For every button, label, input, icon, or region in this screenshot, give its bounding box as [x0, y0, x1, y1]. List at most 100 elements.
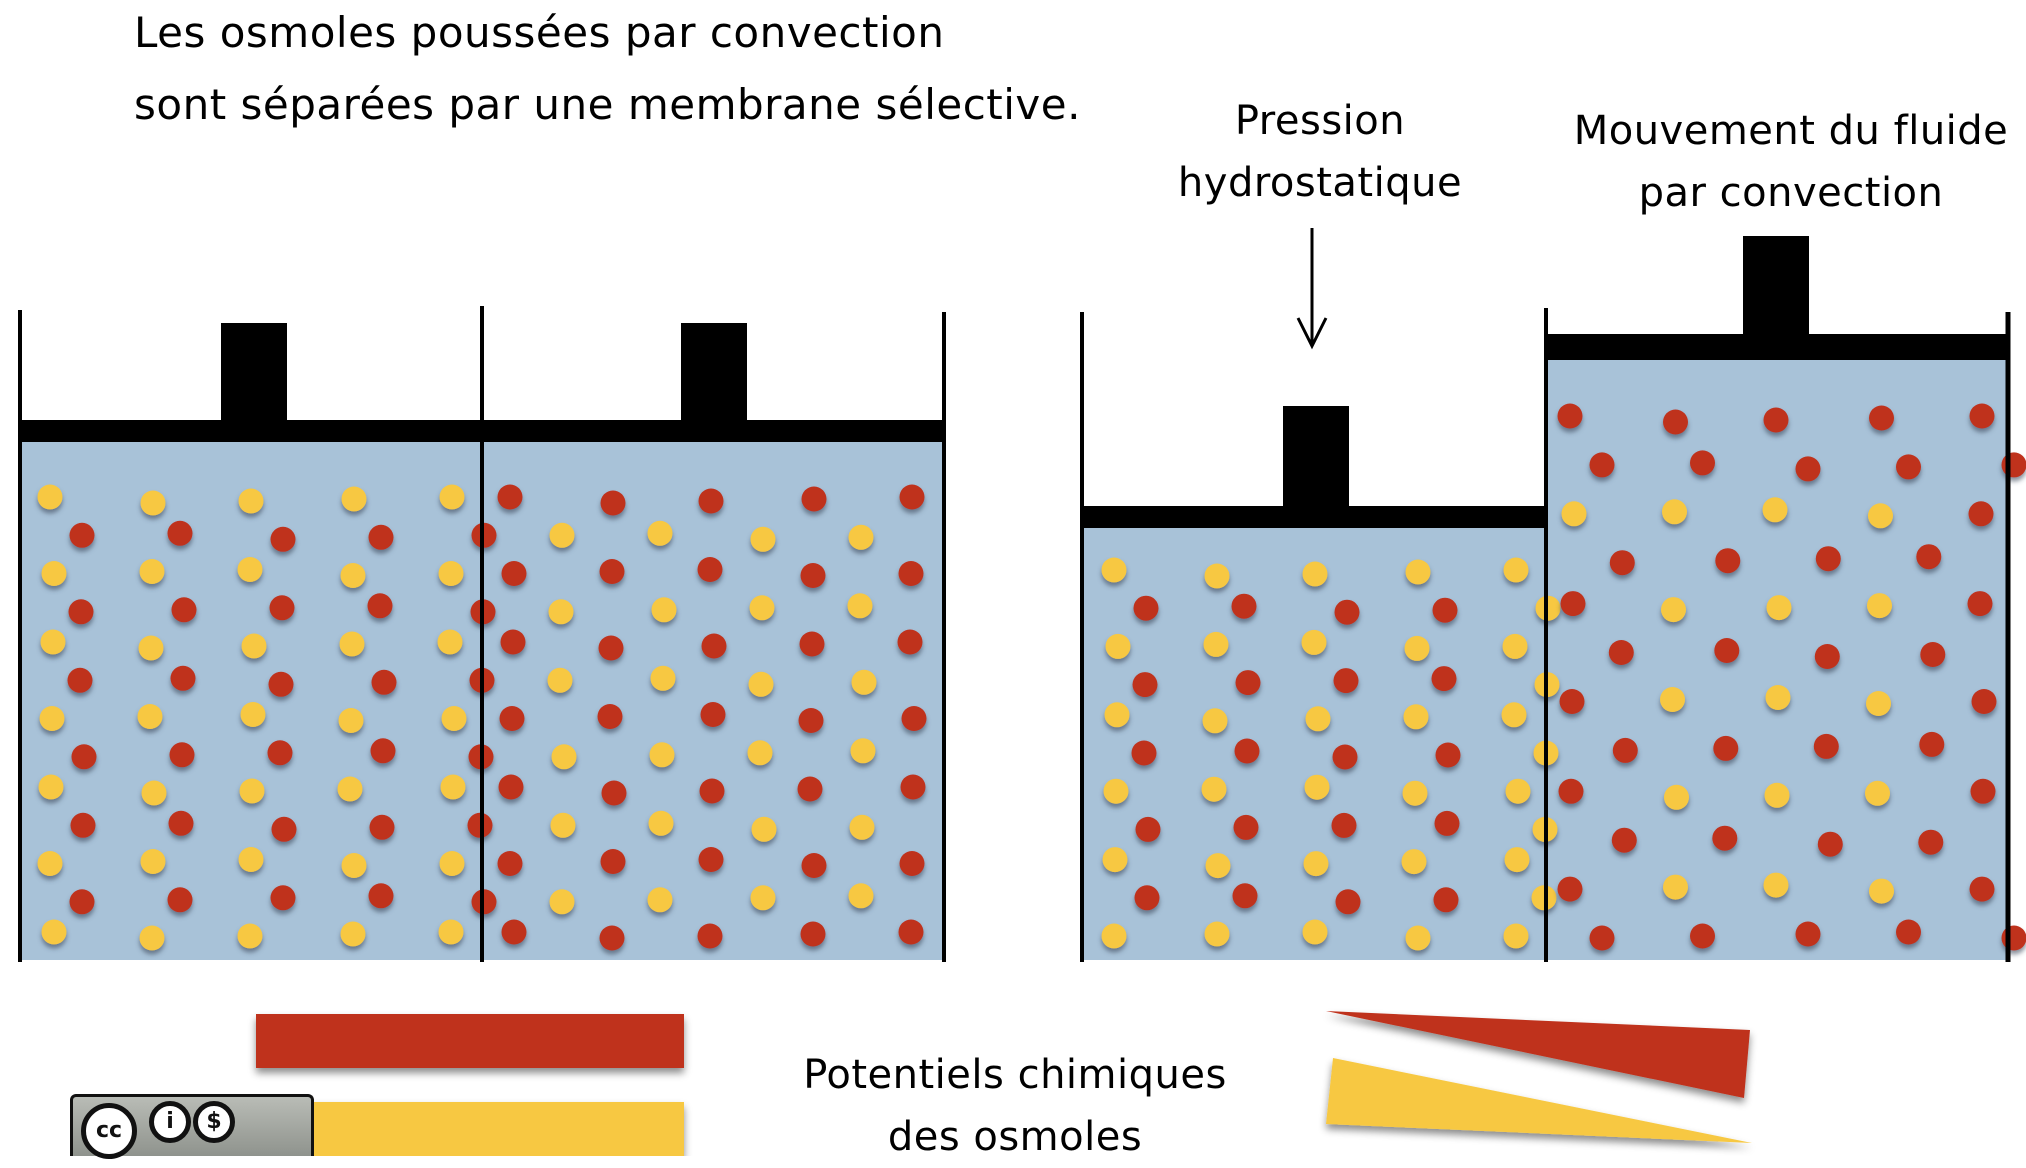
osmole-red [1690, 450, 1715, 475]
osmole-red [1134, 596, 1159, 621]
osmole-red [1814, 734, 1839, 759]
osmole-red [900, 485, 925, 510]
osmole-red [900, 851, 925, 876]
osmole-red [698, 557, 723, 582]
osmole-red [1971, 779, 1996, 804]
osmole-red [168, 521, 193, 546]
osmole-yellow [1767, 595, 1792, 620]
osmole-red [2002, 926, 2026, 951]
osmole-yellow [1506, 779, 1531, 804]
osmole-red [1435, 811, 1460, 836]
osmole-yellow [1562, 501, 1587, 526]
osmole-yellow [1202, 777, 1227, 802]
osmole-red [1712, 826, 1737, 851]
osmole-red [70, 889, 95, 914]
osmole-yellow [1505, 847, 1530, 872]
osmole-red [72, 744, 97, 769]
osmole-red [1136, 817, 1161, 842]
osmole-red [1612, 828, 1637, 853]
osmole-red [268, 740, 293, 765]
piston-rod-right[interactable] [681, 323, 747, 423]
osmole-red [1434, 887, 1459, 912]
osmole-yellow [851, 738, 876, 763]
osmole-red [1132, 741, 1157, 766]
osmole-red [498, 851, 523, 876]
osmole-yellow [440, 851, 465, 876]
osmole-red [1610, 550, 1635, 575]
osmole-red [271, 885, 296, 910]
osmole-red [601, 491, 626, 516]
osmole-red [1972, 689, 1997, 714]
osmole-red [1764, 408, 1789, 433]
osmole-red [1690, 924, 1715, 949]
osmole-red [1236, 670, 1261, 695]
osmole-red [700, 779, 725, 804]
osmole-red [1559, 779, 1584, 804]
potential-bar-yellow [256, 1102, 684, 1156]
piston-plate-left[interactable] [1084, 506, 1546, 528]
osmole-red [598, 704, 623, 729]
osmole-yellow [238, 924, 263, 949]
osmole-yellow [1868, 503, 1893, 528]
osmole-yellow [1104, 779, 1129, 804]
panel-after-convection [1080, 228, 2026, 1143]
piston-plate-right[interactable] [1546, 334, 2006, 360]
osmole-yellow [1205, 564, 1230, 589]
osmole-red [1332, 813, 1357, 838]
osmole-yellow [648, 887, 673, 912]
osmole-red [1232, 594, 1257, 619]
osmole-red [1558, 877, 1583, 902]
osmole-yellow [849, 883, 874, 908]
osmole-yellow [548, 668, 573, 693]
osmole-yellow [140, 926, 165, 951]
osmole-yellow [752, 817, 777, 842]
osmole-red [1968, 591, 1993, 616]
osmole-red [1613, 738, 1638, 763]
osmole-red [1433, 598, 1458, 623]
osmole-yellow [552, 744, 577, 769]
osmole-red [498, 485, 523, 510]
osmole-red [801, 563, 826, 588]
piston-plate-left[interactable] [20, 420, 482, 442]
piston-rod-left[interactable] [1283, 406, 1349, 508]
osmole-red [169, 811, 194, 836]
osmole-red [701, 702, 726, 727]
osmole-yellow [338, 777, 363, 802]
osmole-red [1133, 672, 1158, 697]
piston-rod-left[interactable] [221, 323, 287, 423]
osmole-red [602, 781, 627, 806]
osmole-yellow [242, 634, 267, 659]
osmole-red [699, 847, 724, 872]
osmole-yellow [1105, 702, 1130, 727]
osmole-yellow [239, 847, 264, 872]
osmole-yellow [139, 636, 164, 661]
osmole-red [898, 630, 923, 655]
osmole-yellow [1403, 781, 1428, 806]
osmole-red [801, 922, 826, 947]
fluid-left-chamber [20, 440, 480, 960]
osmole-yellow [1402, 849, 1427, 874]
license-badge[interactable]: cc i $ [70, 1094, 314, 1156]
osmole-red [599, 636, 624, 661]
piston-rod-right[interactable] [1743, 236, 1809, 336]
osmole-yellow [138, 704, 163, 729]
osmole-yellow [1663, 875, 1688, 900]
osmole-red [802, 853, 827, 878]
osmole-yellow [439, 920, 464, 945]
piston-plate-right[interactable] [482, 420, 944, 442]
osmole-red [501, 630, 526, 655]
osmole-yellow [850, 815, 875, 840]
osmole-yellow [1102, 558, 1127, 583]
osmole-yellow [1661, 597, 1686, 622]
osmole-yellow [648, 521, 673, 546]
osmole-yellow [440, 485, 465, 510]
osmole-red [1796, 922, 1821, 947]
osmole-red [270, 595, 295, 620]
osmole-yellow [1660, 687, 1685, 712]
osmole-yellow [141, 849, 166, 874]
osmole-yellow [748, 740, 773, 765]
osmole-red [1663, 410, 1688, 435]
osmole-red [368, 593, 393, 618]
osmole-yellow [1205, 922, 1230, 947]
osmole-yellow [438, 630, 463, 655]
